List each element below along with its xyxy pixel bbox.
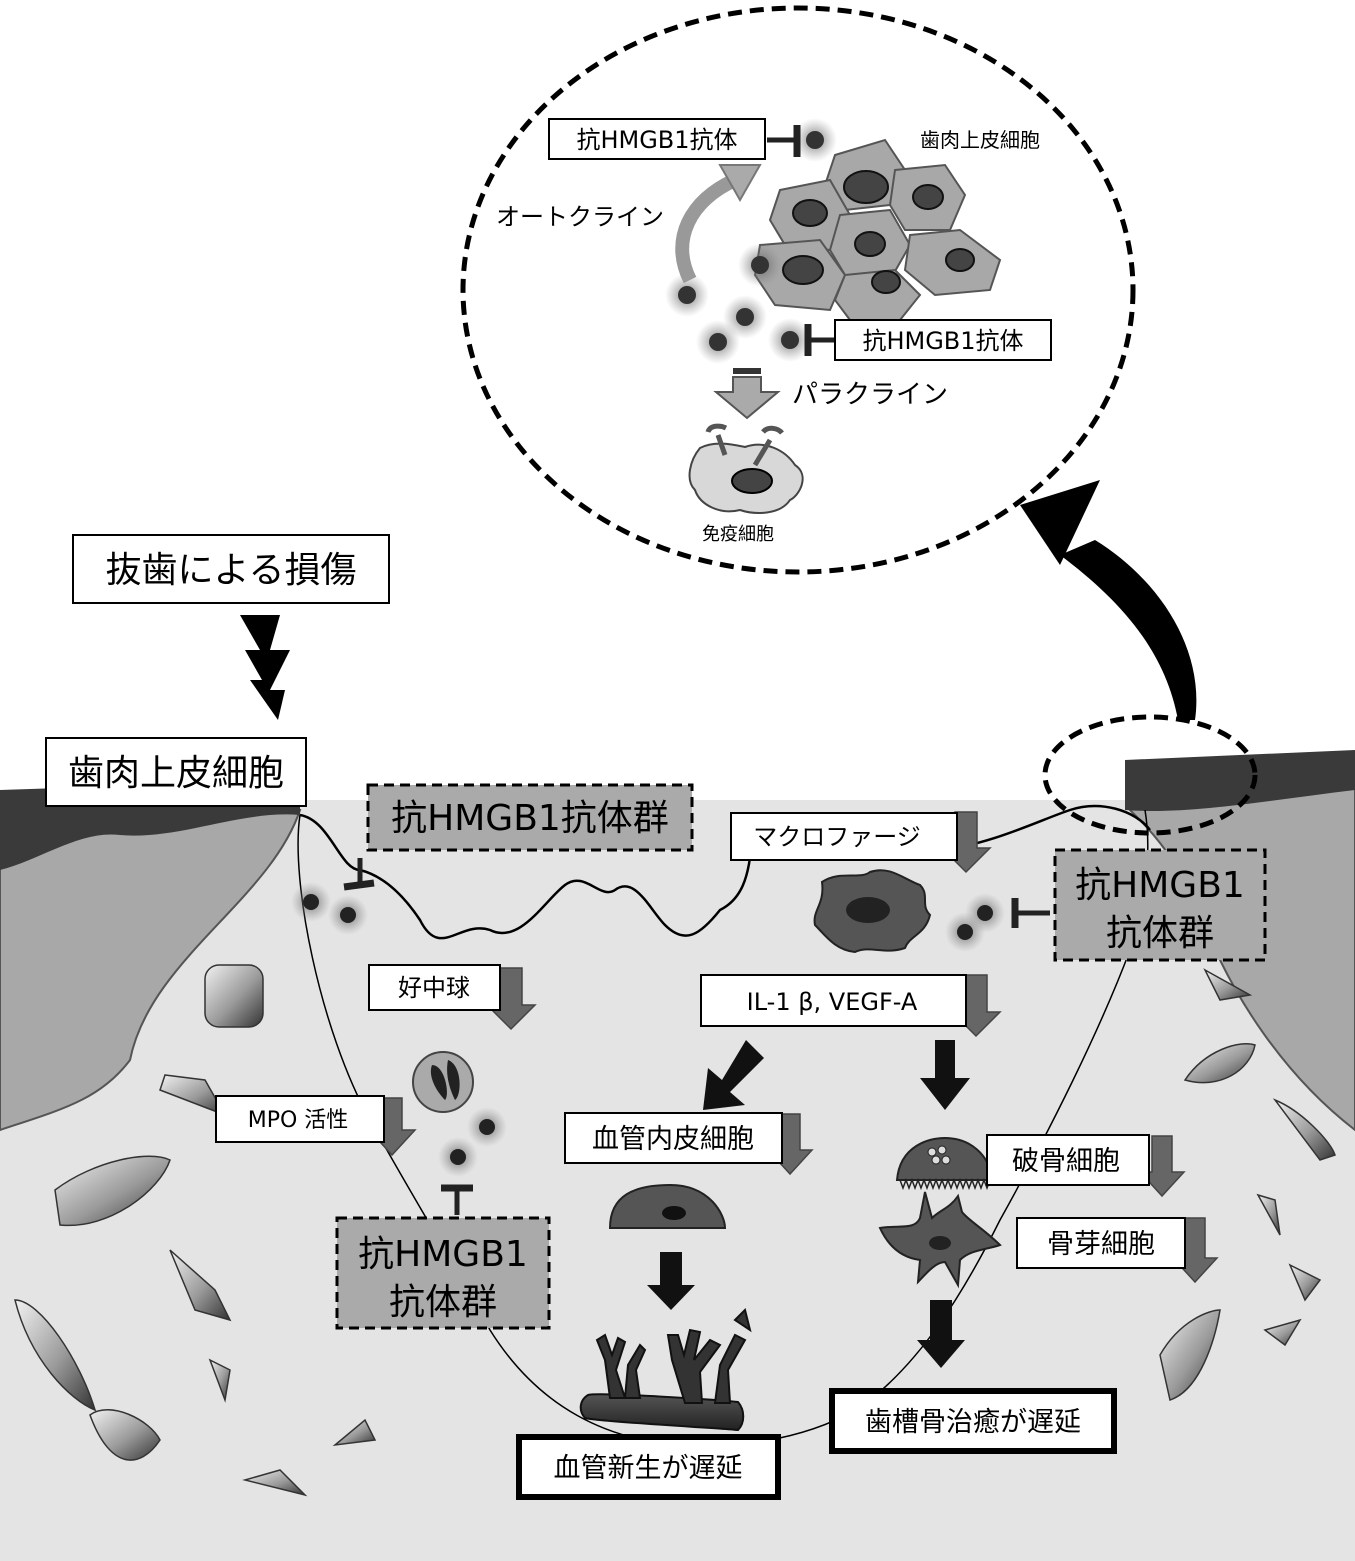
endothelial-cell xyxy=(608,1183,727,1229)
macrophage-box: マクロファージ xyxy=(730,812,958,861)
inset-antibody-top-box: 抗HMGB1抗体 xyxy=(548,118,766,160)
neutrophil-box: 好中球 xyxy=(368,964,501,1011)
autocrine-arrow xyxy=(675,164,762,284)
osteoblast-box: 骨芽細胞 xyxy=(1016,1217,1186,1269)
cytokines-label: IL-1 β, VEGF-A xyxy=(747,988,918,1016)
zoom-region xyxy=(1042,714,1258,836)
antibody-group-right-box: 抗HMGB1 抗体群 xyxy=(1053,848,1267,962)
hmgb1-molecules-neutrophil xyxy=(438,1107,507,1177)
antibody-group-top-box: 抗HMGB1抗体群 xyxy=(366,783,694,852)
injury-box: 抜歯による損傷 xyxy=(72,534,390,604)
angiogenesis-outcome-box: 血管新生が遅延 xyxy=(516,1434,781,1500)
osteoclast-cell xyxy=(895,1136,994,1191)
immune-cell xyxy=(688,423,804,514)
inset-antibody-mid-box: 抗HMGB1抗体 xyxy=(834,319,1052,361)
injury-label: 抜歯による損傷 xyxy=(106,550,357,591)
inhibit-mark-inset-mid xyxy=(804,324,835,356)
bone-fragments xyxy=(14,964,1336,1497)
hmgb1-molecules-macrophage xyxy=(945,893,1005,952)
macrophage-label: マクロファージ xyxy=(753,823,921,851)
mpo-box: MPO 活性 xyxy=(215,1095,385,1143)
antibody-group-left-line1: 抗HMGB1 xyxy=(358,1234,528,1275)
inhibit-mark-macrophage xyxy=(1011,898,1050,928)
endothelial-label: 血管内皮細胞 xyxy=(592,1124,754,1155)
antibody-group-right-line1: 抗HMGB1 xyxy=(1075,865,1245,906)
inhibit-mark-inset-top xyxy=(767,125,801,157)
inset-paracrine-label: パラクライン xyxy=(792,380,948,410)
epithelium-label: 歯肉上皮細胞 xyxy=(68,753,284,794)
osteoblast-cell xyxy=(878,1191,1002,1289)
zoom-arrow xyxy=(1020,480,1197,720)
bone-healing-outcome-box: 歯槽骨治癒が遅延 xyxy=(829,1388,1117,1454)
macrophage-cell xyxy=(813,869,932,954)
inset-autocrine-label: オートクライン xyxy=(496,203,664,231)
osteoclast-box: 破骨細胞 xyxy=(986,1134,1150,1186)
blood-vessel xyxy=(579,1308,752,1432)
neutrophil-label: 好中球 xyxy=(398,974,470,1002)
paracrine-arrow xyxy=(713,368,781,420)
endothelial-box: 血管内皮細胞 xyxy=(564,1112,783,1164)
flow-arrows xyxy=(647,1040,970,1368)
inset-antibody-mid-label: 抗HMGB1抗体 xyxy=(862,327,1023,355)
inhibit-mark-neutrophil xyxy=(441,1184,473,1215)
antibody-group-left-box: 抗HMGB1 抗体群 xyxy=(335,1216,551,1330)
antibody-group-top-label: 抗HMGB1抗体群 xyxy=(391,798,669,839)
lightning-icon xyxy=(240,615,290,720)
mpo-label: MPO 活性 xyxy=(248,1108,349,1133)
antibody-group-right-line2: 抗体群 xyxy=(1106,913,1214,954)
cytokines-box: IL-1 β, VEGF-A xyxy=(700,974,967,1027)
inset-immune-cell-label: 免疫細胞 xyxy=(702,524,774,545)
epithelium-box: 歯肉上皮細胞 xyxy=(45,737,307,807)
inset-antibody-top-label: 抗HMGB1抗体 xyxy=(576,126,737,154)
angiogenesis-outcome-label: 血管新生が遅延 xyxy=(554,1453,743,1484)
antibody-group-left-line2: 抗体群 xyxy=(389,1282,497,1323)
hmgb1-molecules-inset xyxy=(665,118,837,364)
neutrophil-cell xyxy=(412,1051,474,1113)
bone-healing-outcome-label: 歯槽骨治癒が遅延 xyxy=(865,1407,1081,1438)
inset-epithelial-label: 歯肉上皮細胞 xyxy=(920,128,1040,152)
inhibit-mark-wound xyxy=(343,858,375,891)
osteoclast-label: 破骨細胞 xyxy=(1012,1146,1120,1177)
osteoblast-label: 骨芽細胞 xyxy=(1047,1229,1155,1260)
hmgb1-molecules-wound xyxy=(291,882,368,935)
